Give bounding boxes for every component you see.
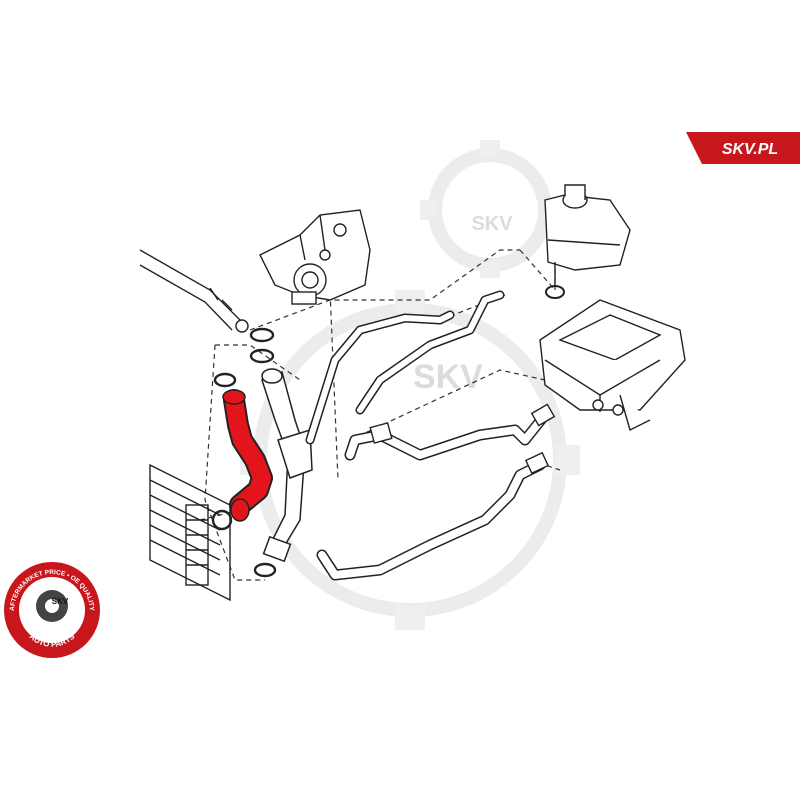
rail-pipe: [139, 249, 249, 333]
clamp-thermostat-2: [249, 348, 275, 364]
clamp-thermostat-1: [249, 327, 275, 343]
watermark-gear-small: [428, 148, 552, 272]
clamp-bottom-left: [211, 509, 233, 531]
leader-lines: [199, 249, 561, 581]
brand-badge-label: SKV.PL: [722, 141, 778, 158]
radiator: [149, 463, 231, 602]
clamp-expansion-tank: [545, 285, 565, 299]
highlighted-hose-end-top: [222, 389, 246, 405]
clamp-top-left: [213, 372, 237, 388]
brand-badge[interactable]: SKV.PL: [686, 132, 800, 164]
watermark: [253, 148, 567, 617]
heater-return-hose: [316, 459, 546, 581]
hose-clamps: [211, 327, 277, 578]
heater-feed-end: [530, 403, 556, 427]
heater-box: [539, 299, 686, 432]
thermostat-housing: [259, 209, 371, 305]
watermark-text-main: SKV: [413, 358, 483, 396]
seal-center-text: SKV: [52, 597, 69, 606]
clamp-bottom-center: [253, 562, 277, 578]
heater-feed-connector: [369, 422, 393, 444]
watermark-text-upper: SKV: [471, 213, 513, 235]
brand-seal: SKV AFTERMARKET PRICE • OE QUALITY AUTO …: [4, 562, 100, 658]
highlighted-hose-end-bottom: [230, 498, 250, 522]
heater-return-end: [524, 451, 550, 475]
expansion-tank: [544, 184, 631, 285]
highlighted-radiator-hose[interactable]: [222, 389, 273, 522]
brand-badge-shape: [686, 132, 800, 164]
thermostat-outlet-hose: [261, 368, 313, 563]
